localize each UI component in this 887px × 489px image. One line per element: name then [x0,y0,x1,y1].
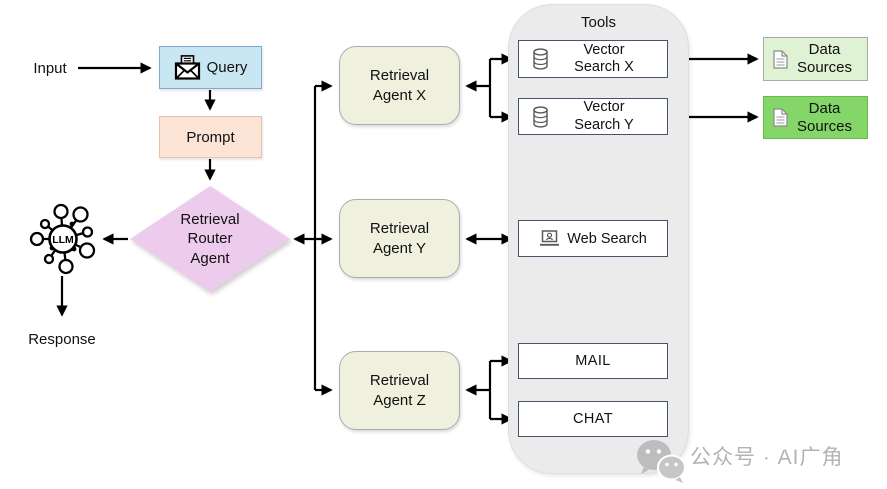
mail-node: MAIL [518,343,668,379]
vsx-line2: Search X [574,59,634,75]
data-sources-2-label: Data Sources [788,100,861,136]
router-line1: Retrieval [180,211,240,229]
ds2-line2: Sources [796,117,853,135]
query-label: Query [206,59,248,76]
router-label: Retrieval Router Agent [180,210,239,268]
web-search-label: Web Search [567,230,647,247]
agent-x-line1: Retrieval [369,67,430,84]
router-line2: Router [187,230,233,248]
wechat-icon [637,440,686,483]
database-icon [533,105,548,128]
llm-network-icon: LLM [29,203,96,275]
vector-search-y-node: Vector Search Y [518,98,668,135]
chat-node: CHAT [518,401,668,437]
ds1-line1: Data [808,41,841,58]
agent-y-line2: Agent Y [372,239,427,257]
agent-y-line1: Retrieval [369,220,430,237]
router-diamond-shape: Retrieval Router Agent [130,186,290,292]
envelope-icon [174,55,200,80]
router-line3: Agent [190,249,230,267]
watermark-text: 公众号 · AI广角 [690,446,844,469]
agent-x-line2: Agent X [372,86,427,104]
ds1-line2: Sources [796,59,853,76]
retrieval-agent-z-node: Retrieval Agent Z [339,351,460,430]
vector-search-x-label: Vector Search X [549,42,659,76]
document-icon [773,49,788,69]
retrieval-agent-y-node: Retrieval Agent Y [339,199,460,278]
prompt-label: Prompt [186,128,235,146]
agent-z-line1: Retrieval [369,372,430,389]
data-sources-1-node: Data Sources [763,37,868,81]
database-icon [533,48,548,70]
tools-panel-title: Tools [580,14,617,31]
input-label: Input [33,60,67,77]
prompt-node: Prompt [159,116,262,158]
vector-search-y-label: Vector Search Y [549,99,659,133]
vsy-line1: Vector [583,99,625,116]
vsy-line2: Search Y [574,116,634,133]
mail-label: MAIL [575,353,611,369]
document-icon [773,108,788,127]
vector-search-x-node: Vector Search X [518,40,668,78]
vsx-line1: Vector [583,41,625,58]
query-node: Query [159,46,262,89]
chat-label: CHAT [573,411,613,427]
llm-label: LLM [52,234,74,246]
data-sources-1-label: Data Sources [788,41,861,77]
agent-z-line2: Agent Z [373,391,426,409]
response-label: Response [28,331,96,348]
retrieval-agent-x-node: Retrieval Agent X [339,46,460,125]
data-sources-2-node: Data Sources [763,96,868,139]
web-search-icon [540,230,560,246]
retrieval-router-agent-node: Retrieval Router Agent [130,186,290,292]
ds2-line1: Data [808,99,841,117]
web-search-node: Web Search [518,220,668,257]
